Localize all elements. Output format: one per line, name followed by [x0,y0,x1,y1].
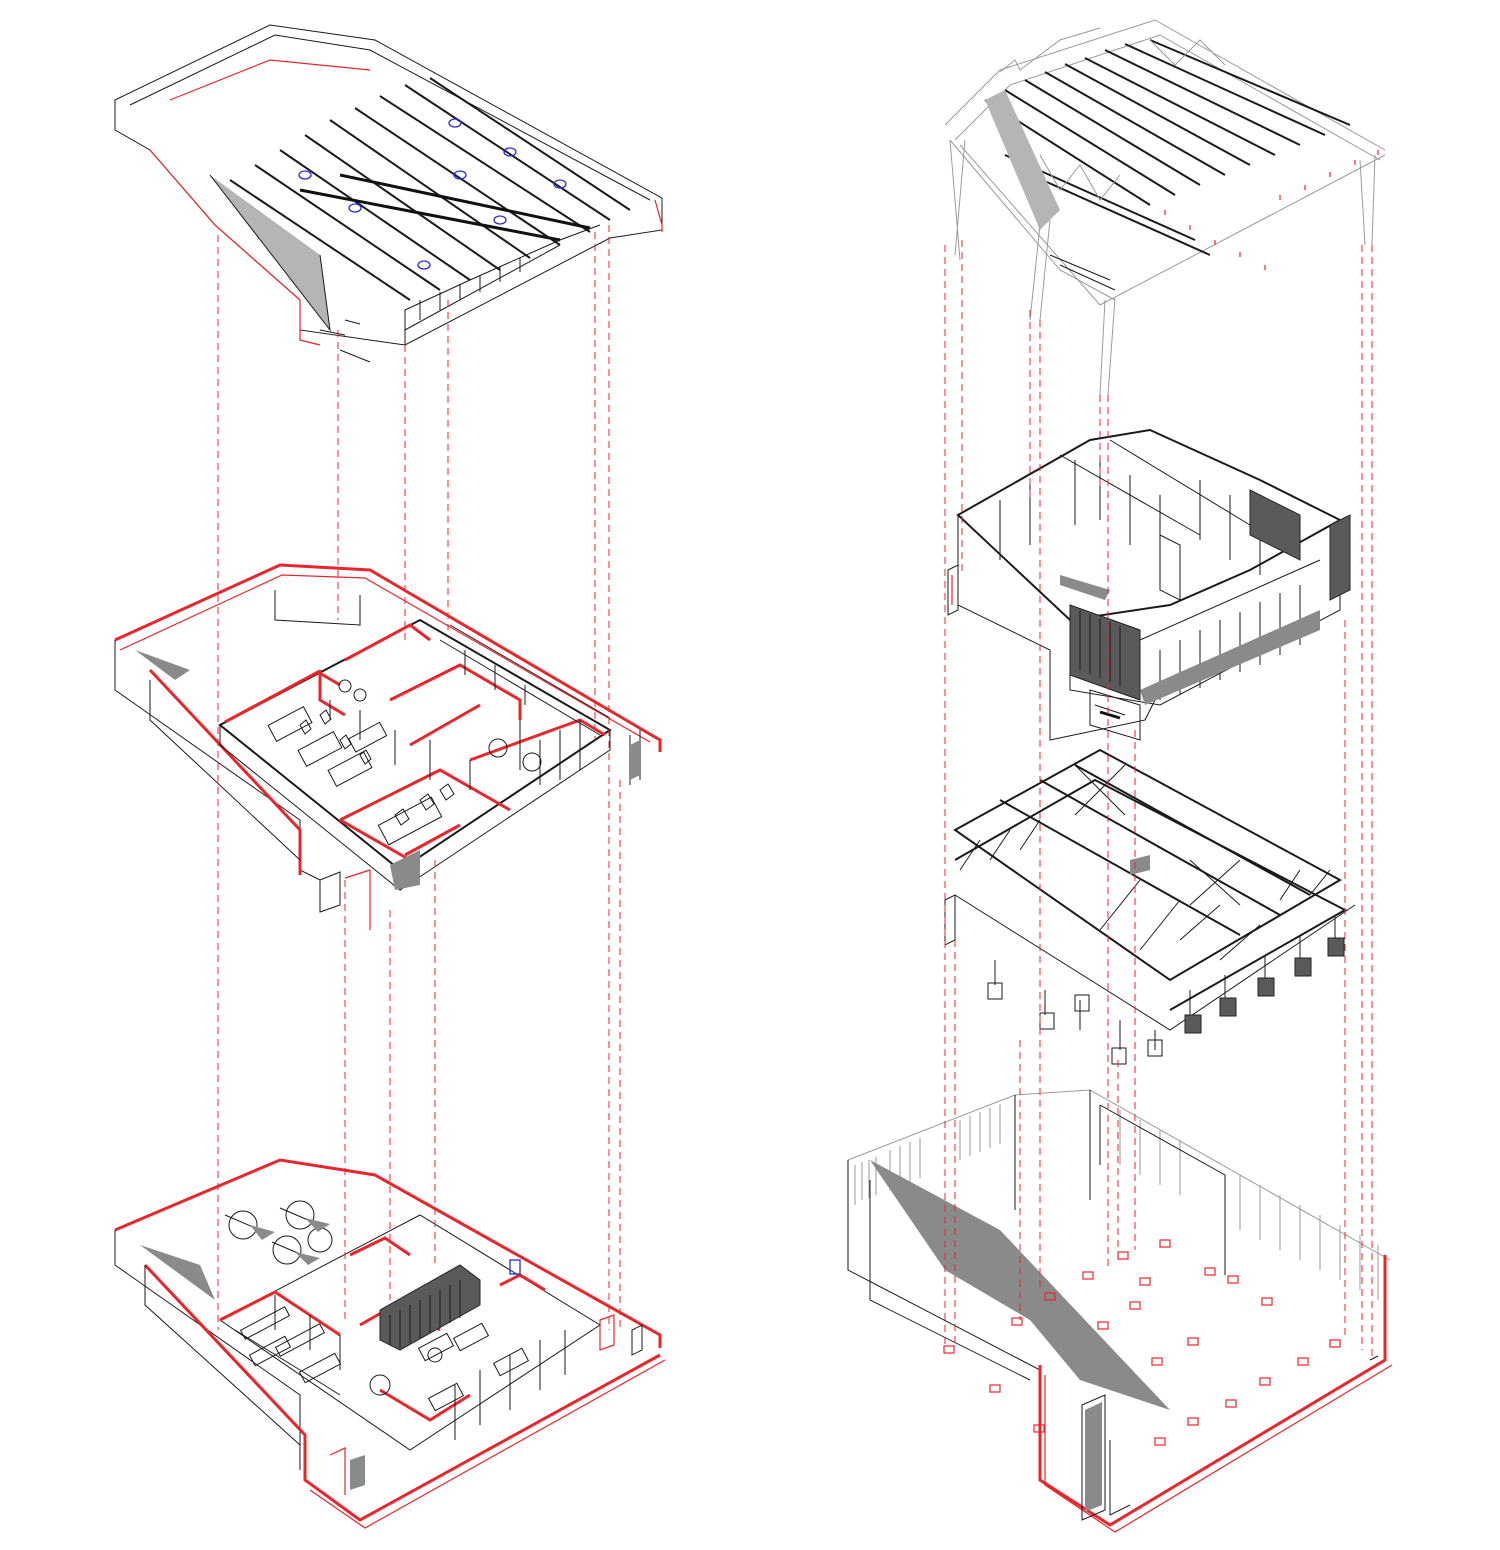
column-footing-markers [943,1239,1341,1446]
left-roof-ceiling-layer [114,24,663,363]
right-alignment-lines [944,240,1373,1360]
left-ground-floor-layer [114,1158,666,1529]
ceiling-light-fixtures [298,118,567,270]
footings [1184,937,1345,1034]
right-roof-truss-layer [944,19,1386,396]
left-alignment-lines [217,225,621,1330]
right-steel-frame-layer [944,748,1356,1065]
right-shed-shell-layer [847,1089,1393,1533]
right-room-enclosure-layer [947,428,1351,741]
shelving [239,1306,530,1412]
office-furniture [267,679,542,846]
left-mezzanine-floor-layer [114,563,662,930]
lounge-chairs [224,1200,333,1265]
